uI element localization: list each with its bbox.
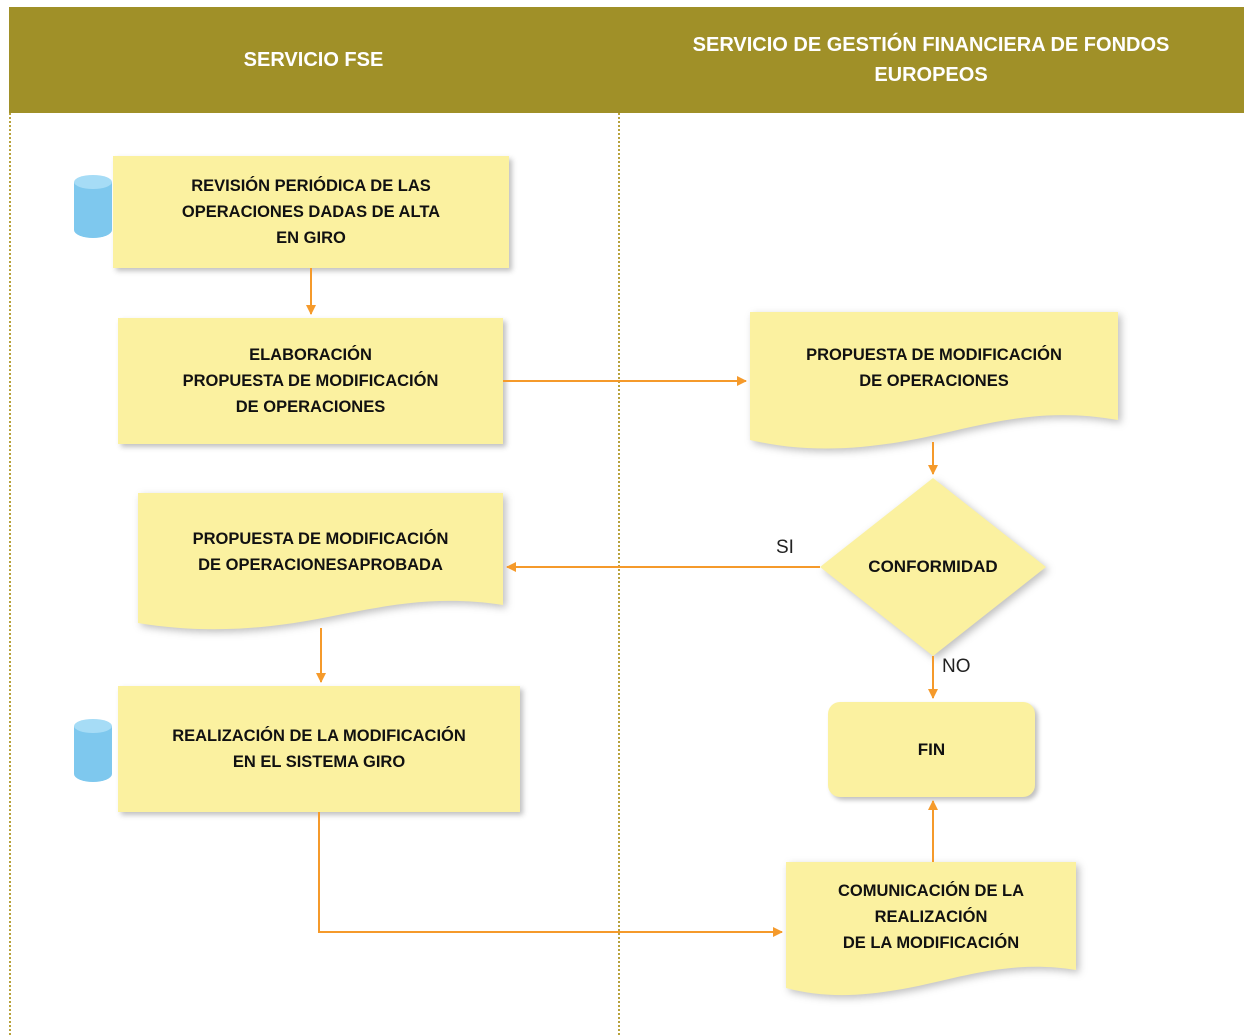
document-shape <box>138 493 503 630</box>
process-realizacion-text: REALIZACIÓN DE LA MODIFICACIÓN EN EL SIS… <box>172 727 466 771</box>
decision-diamond-shape <box>820 478 1046 656</box>
document-propuesta-modificacion: PROPUESTA DE MODIFICACIÓN DE OPERACIONES <box>750 312 1118 462</box>
terminal-fin-text: FIN <box>917 739 946 759</box>
edge-label-no: NO <box>942 656 971 677</box>
process-elaboracion: ELABORACIÓN PROPUESTA DE MODIFICACIÓN DE… <box>118 318 503 444</box>
process-revision-text: REVISIÓN PERIÓDICA DE LAS OPERACIONES DA… <box>181 177 441 247</box>
lane-border-left <box>9 113 11 1035</box>
document-propuesta-aprobada: PROPUESTA DE MODIFICACIÓN DE OPERACIONES… <box>138 493 503 635</box>
lane-header-servicio-fse: SERVICIO FSE <box>9 7 618 113</box>
process-elaboracion-text: ELABORACIÓN PROPUESTA DE MODIFICACIÓN DE… <box>182 346 439 416</box>
terminal-fin: FIN <box>828 702 1035 797</box>
decision-conformidad-text: CONFORMIDAD <box>868 557 998 576</box>
edge-label-si: SI <box>776 537 794 558</box>
document-shape <box>786 862 1076 996</box>
lane-header-gestion-financiera: SERVICIO DE GESTIÓN FINANCIERA DE FONDOS… <box>618 7 1244 113</box>
lane-title-right: SERVICIO DE GESTIÓN FINANCIERA DE FONDOS… <box>692 34 1170 86</box>
document-aprobada-text: PROPUESTA DE MODIFICACIÓN DE OPERACIONES… <box>192 530 449 574</box>
document-comunicacion-text: COMUNICACIÓN DE LA REALIZACIÓN DE LA MOD… <box>837 882 1025 952</box>
process-realizacion-modificacion: REALIZACIÓN DE LA MODIFICACIÓN EN EL SIS… <box>118 686 520 812</box>
database-icon <box>74 719 112 782</box>
process-revision-periodica: REVISIÓN PERIÓDICA DE LAS OPERACIONES DA… <box>113 156 509 268</box>
lane-title-left: SERVICIO FSE <box>243 49 384 71</box>
arrow-realizacion-to-comunicacion <box>318 812 783 937</box>
decision-conformidad: CONFORMIDAD <box>820 478 1046 656</box>
lane-divider <box>618 113 620 1035</box>
database-icon <box>74 175 112 238</box>
document-comunicacion: COMUNICACIÓN DE LA REALIZACIÓN DE LA MOD… <box>786 862 1076 1002</box>
document-propuesta-text: PROPUESTA DE MODIFICACIÓN DE OPERACIONES <box>806 346 1062 390</box>
document-shape <box>750 312 1118 449</box>
